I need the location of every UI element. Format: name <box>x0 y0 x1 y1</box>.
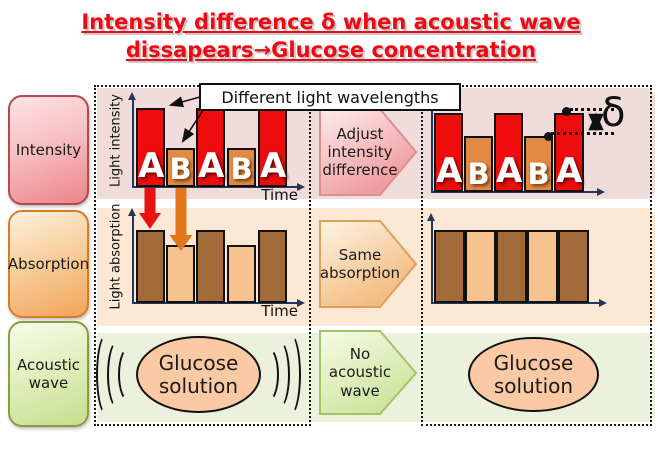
delta-dot-a-top <box>561 106 571 116</box>
intensity-before-bar-a2: A <box>196 108 225 187</box>
delta-dotted-line-lower <box>551 132 614 135</box>
absorption-before-bar-5 <box>258 230 287 303</box>
absorption-before-bar-2 <box>166 245 195 303</box>
no-acoustic-wave-label: No acoustic wave <box>328 345 392 400</box>
delta-dotted-line-upper <box>570 108 614 111</box>
row-label-acoustic-wave-text: Acoustic wave <box>16 356 81 392</box>
absorption-after-yaxis-arrow-icon <box>427 213 435 221</box>
row-label-absorption-text: Absorption <box>7 255 90 273</box>
intensity-before-bar-b2: B <box>227 148 256 187</box>
absorption-before-ylabel: Light absorption <box>108 203 124 310</box>
acoustic-wave-arc-icon <box>279 333 301 416</box>
acoustic-wave-arc-icon <box>96 333 118 416</box>
absorption-before-bar-4 <box>227 245 256 303</box>
absorption-after-xaxis-arrow-icon <box>599 298 607 307</box>
intensity-before-bar-b1: B <box>166 148 195 187</box>
wavelengths-callout-text: Different light wavelengths <box>221 87 439 107</box>
absorption-before-yaxis <box>131 216 134 303</box>
glucose-solution-ellipse-before: Glucose solution <box>136 336 261 413</box>
page-title: Intensity difference δ when acoustic wav… <box>0 8 662 64</box>
intensity-after-bar-a2: A <box>494 113 523 192</box>
intensity-before-bar-a1: A <box>136 108 165 187</box>
intensity-after-xaxis-arrow-icon <box>597 187 605 196</box>
absorption-before-bar-3 <box>196 230 225 303</box>
intensity-before-xaxis-arrow-icon <box>297 182 305 191</box>
row-label-intensity: Intensity <box>8 95 89 205</box>
intensity-after-bar-a3: A <box>554 113 584 192</box>
intensity-after-bar-b1: B <box>464 136 493 192</box>
title-line-2: dissapears→Glucose concentration <box>125 38 537 62</box>
glucose-solution-ellipse-after: Glucose solution <box>468 337 599 412</box>
absorption-before-xaxis-arrow-icon <box>297 298 305 307</box>
intensity-before-yaxis-arrow-icon <box>128 92 136 100</box>
after-panel-border <box>421 85 652 426</box>
intensity-before-yaxis <box>131 100 134 187</box>
absorption-before-yaxis-arrow-icon <box>128 208 136 216</box>
row-label-absorption: Absorption <box>8 210 89 318</box>
intensity-after-bar-a1: A <box>434 113 463 192</box>
intensity-before-bar-a3: A <box>258 108 287 187</box>
absorption-after-yaxis <box>430 221 433 303</box>
title-line-1: Intensity difference δ when acoustic wav… <box>81 10 581 34</box>
absorption-after-bar-5 <box>558 230 589 303</box>
same-absorption-arrow-shape <box>319 220 418 308</box>
absorption-after-bar-4 <box>527 230 558 303</box>
adjust-intensity-label: Adjust intensity difference <box>322 124 398 180</box>
absorption-after-bar-2 <box>465 230 496 303</box>
absorption-before-bar-1 <box>136 230 165 303</box>
absorption-after-bar-3 <box>496 230 527 303</box>
no-acoustic-wave-arrow-shape <box>319 330 418 415</box>
delta-symbol: δ <box>601 90 626 136</box>
absorption-before-xlabel: Time <box>261 302 298 320</box>
intensity-before-ylabel: Light intensity <box>108 94 124 187</box>
absorption-after-bar-1 <box>434 230 465 303</box>
row-label-acoustic-wave: Acoustic wave <box>8 321 89 427</box>
delta-dot-b-top <box>543 131 553 141</box>
intensity-after-bar-b2: B <box>524 136 553 192</box>
intensity-after-yaxis <box>430 106 433 192</box>
same-absorption-label: Same absorption <box>319 245 401 282</box>
wavelengths-callout: Different light wavelengths <box>199 83 461 111</box>
row-label-intensity-text: Intensity <box>15 141 82 159</box>
intensity-before-xlabel: Time <box>261 186 298 204</box>
